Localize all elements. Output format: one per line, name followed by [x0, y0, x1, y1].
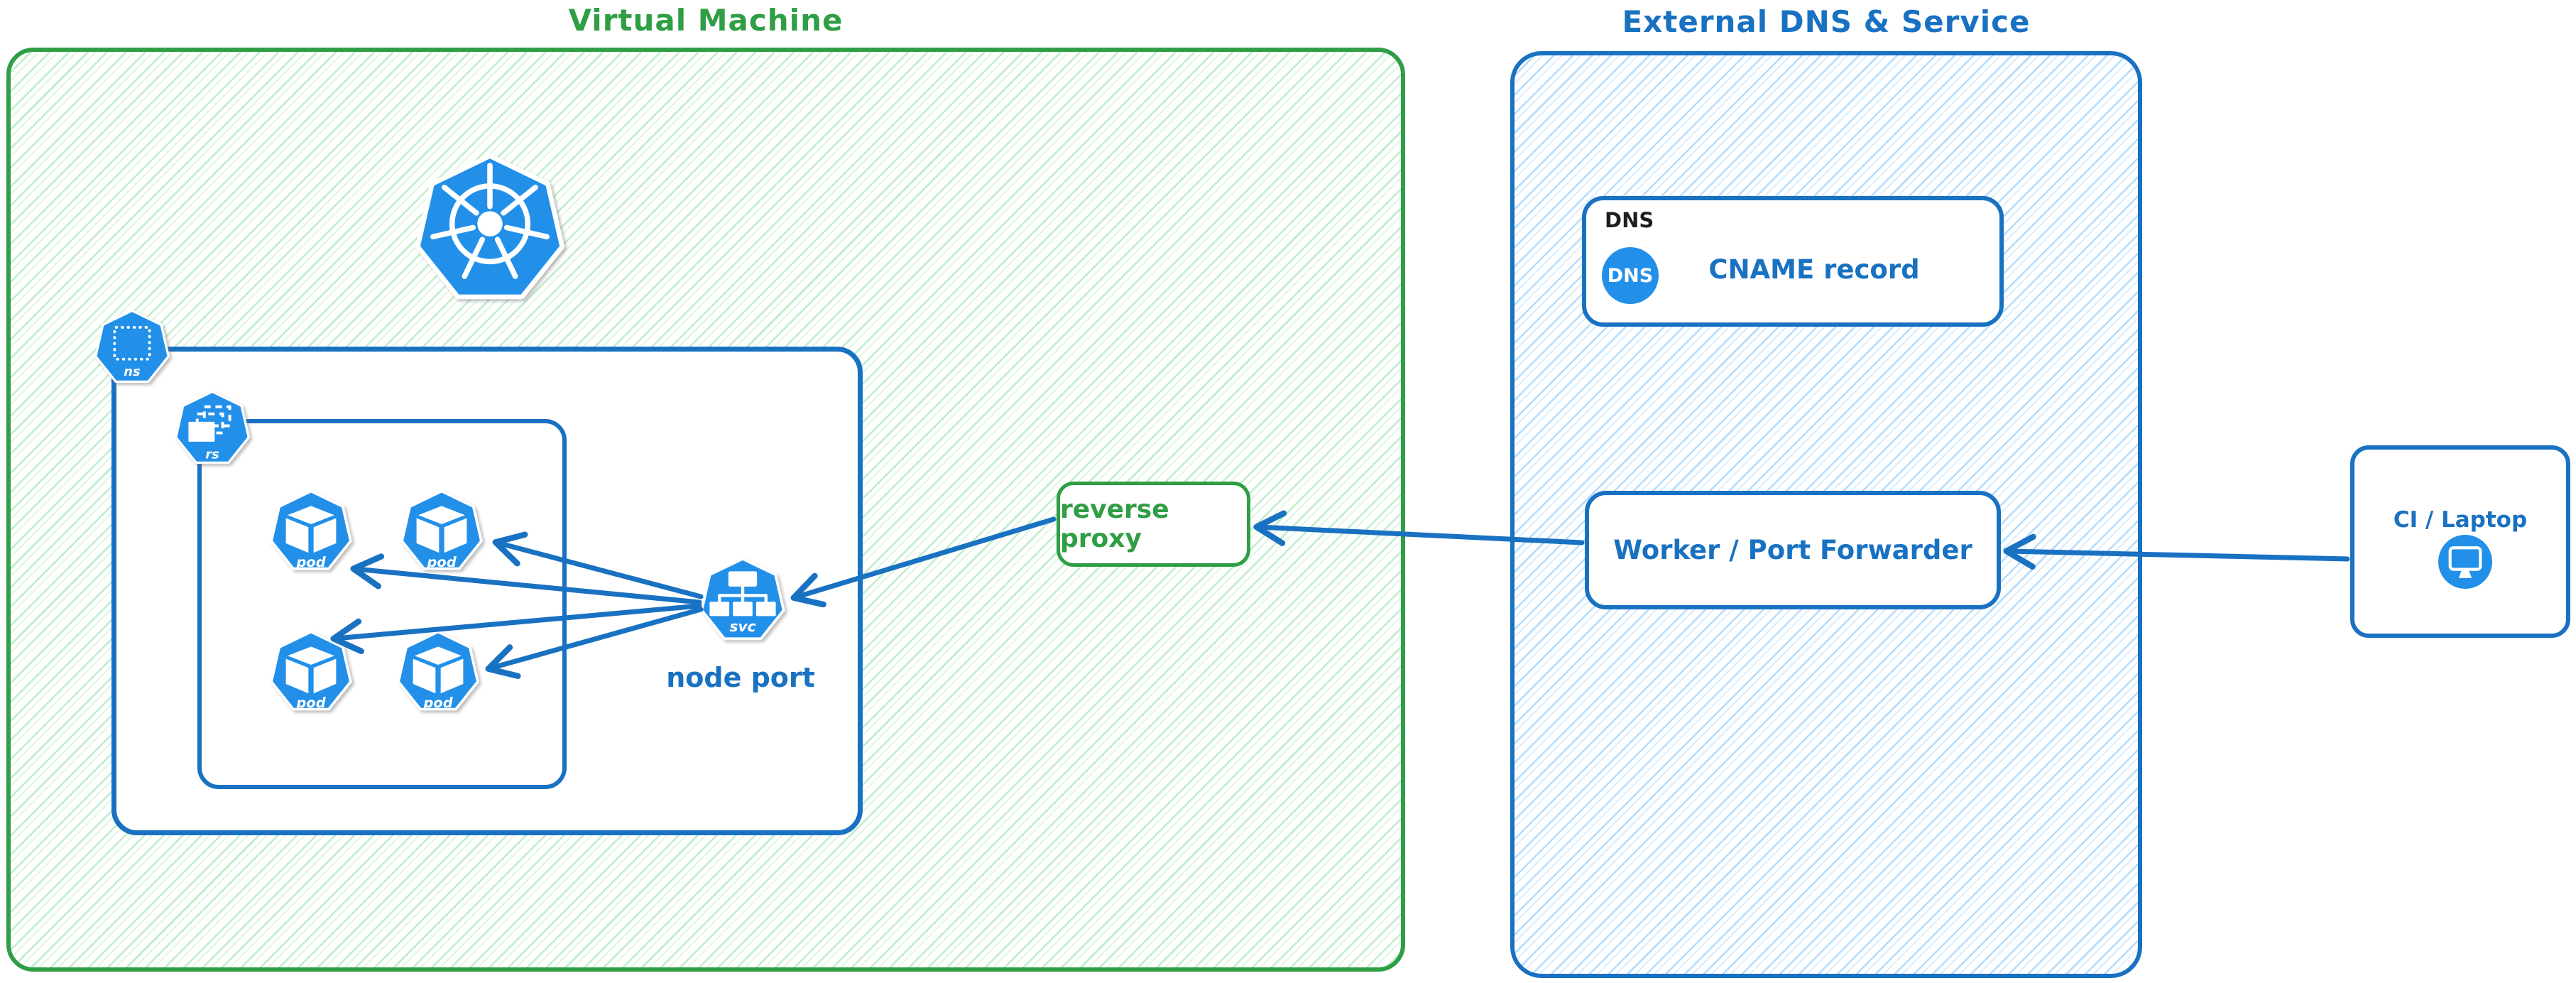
dns-badge-icon: DNS — [1602, 247, 1659, 304]
dns-badge-label: DNS — [1607, 264, 1654, 287]
pod-icon-label: pod — [422, 695, 453, 711]
external-region-title: External DNS & Service — [1622, 4, 2031, 39]
pod-icon: pod — [270, 489, 352, 570]
replicaset-box — [197, 419, 567, 789]
ci-laptop-label: CI / Laptop — [2393, 507, 2528, 533]
kubernetes-logo-icon — [415, 153, 565, 300]
replicaset-icon-label: rs — [205, 447, 219, 462]
worker-port-forwarder-box: Worker / Port Forwarder — [1585, 491, 2001, 609]
reverse-proxy-label: reverse proxy — [1060, 495, 1169, 553]
cname-record-label: CNAME record — [1708, 254, 1920, 285]
monitor-glyph — [2448, 546, 2482, 578]
pod-icon: pod — [400, 489, 483, 570]
vm-region-title: Virtual Machine — [568, 3, 844, 38]
monitor-icon — [2438, 535, 2492, 589]
pod-icon: pod — [270, 630, 352, 711]
pod-icon: pod — [397, 630, 479, 711]
service-icon-label: svc — [729, 618, 755, 635]
pod-icon-label: pod — [295, 695, 326, 711]
ci-laptop-box — [2350, 445, 2570, 638]
reverse-proxy-box: reverse proxy — [1057, 482, 1250, 567]
replicaset-icon: rs — [175, 390, 250, 465]
namespace-icon: ns — [94, 309, 170, 384]
namespace-icon-label: ns — [124, 364, 141, 379]
dns-card-tag: DNS — [1605, 208, 1654, 232]
pod-icon-label: pod — [426, 554, 457, 570]
service-icon: svc — [700, 557, 785, 641]
worker-port-forwarder-label: Worker / Port Forwarder — [1613, 535, 1972, 565]
pod-icon-label: pod — [295, 554, 326, 570]
node-port-caption: node port — [666, 662, 815, 693]
